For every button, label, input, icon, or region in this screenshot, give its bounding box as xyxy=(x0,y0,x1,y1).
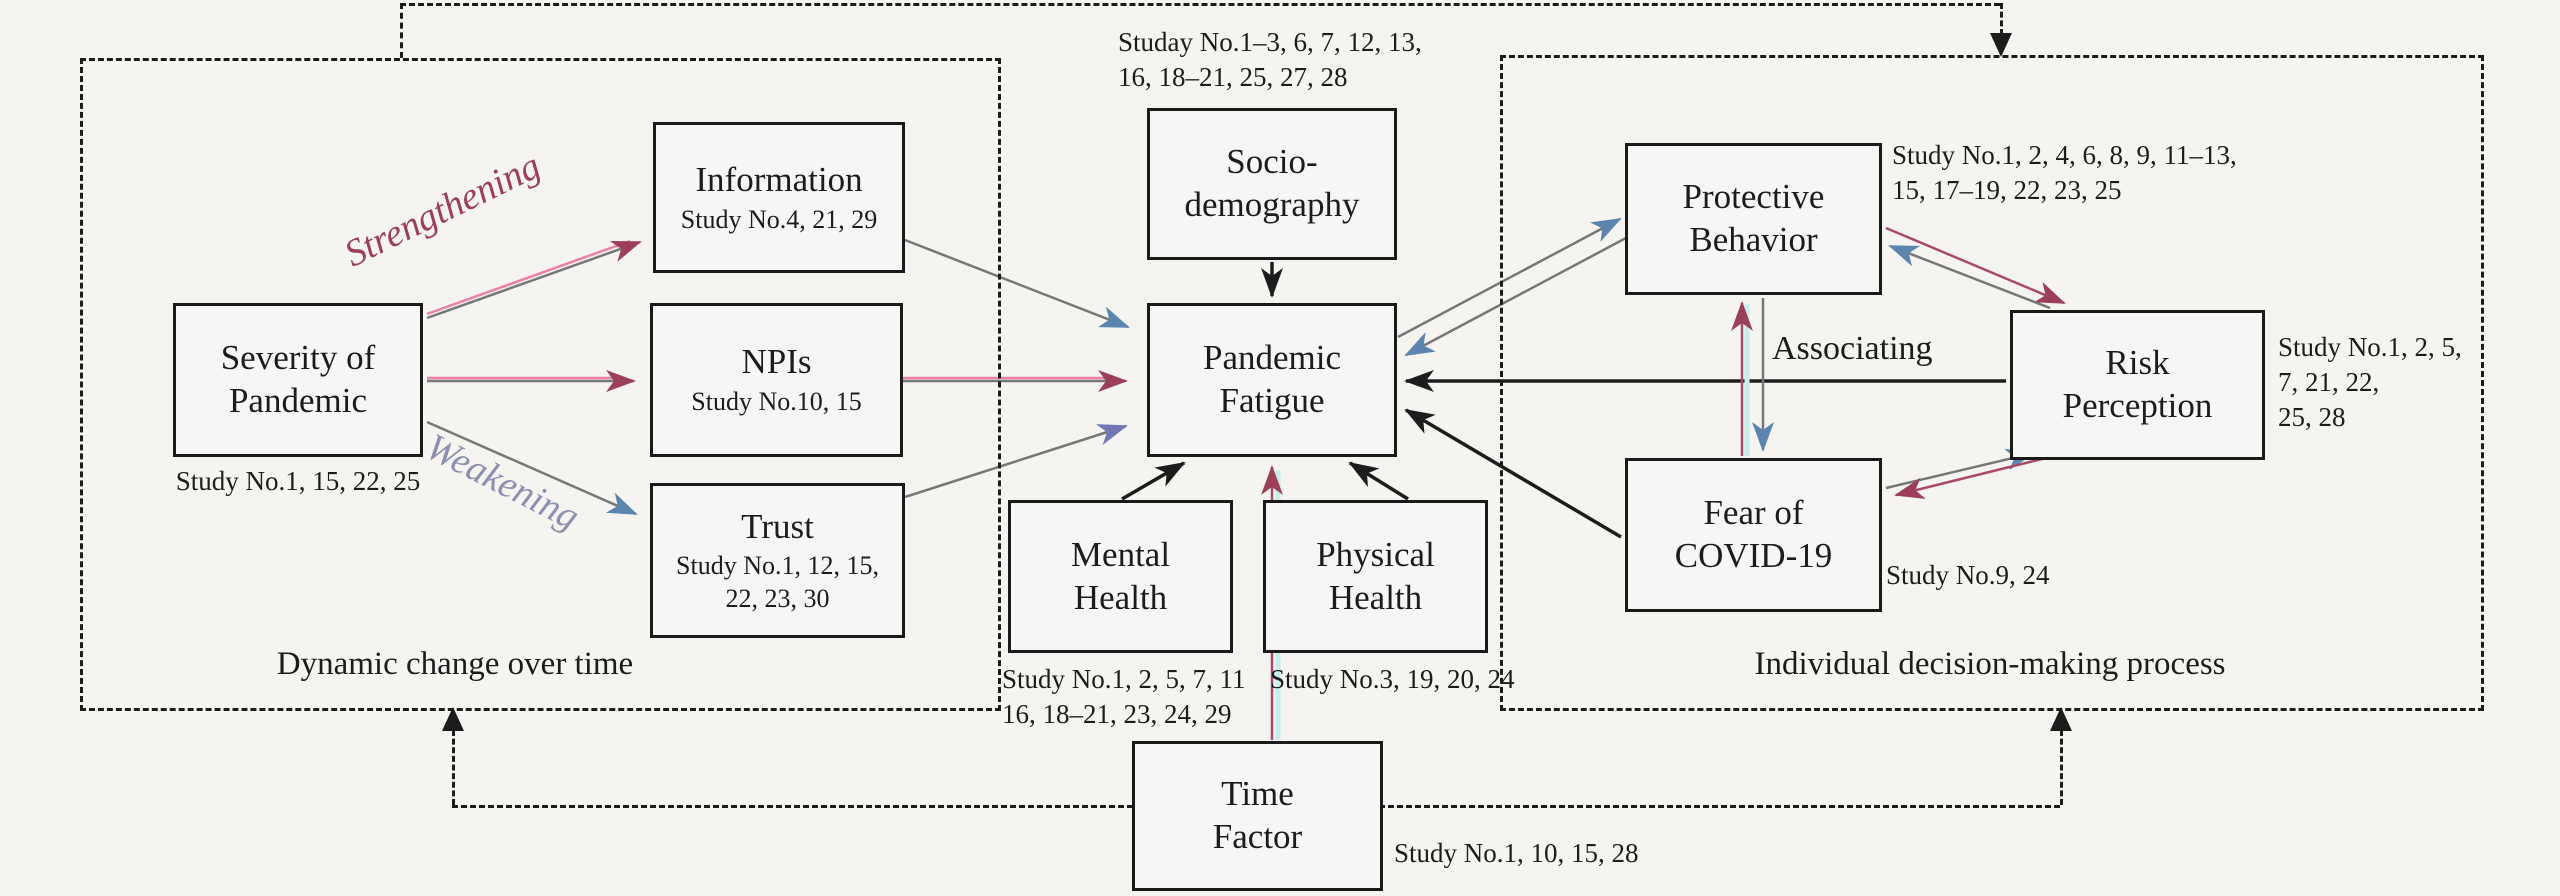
node-pandemic-fatigue: Pandemic Fatigue xyxy=(1147,303,1397,457)
node-mental-health: Mental Health xyxy=(1008,500,1233,653)
group-dynamic-change xyxy=(80,58,1001,711)
arrow-risk-protective xyxy=(1888,244,2051,310)
arrow-fatigue-protective xyxy=(1397,217,1622,339)
node-title: Protective Behavior xyxy=(1682,177,1825,259)
associating-label: Associating xyxy=(1772,330,1933,367)
caption-dynamic-change: Dynamic change over time xyxy=(276,646,634,682)
arrow-information-fatigue xyxy=(904,238,1130,329)
node-trust: Trust Study No.1, 12, 15, 22, 23, 30 xyxy=(650,483,905,638)
node-title: Risk Perception xyxy=(2062,343,2213,425)
node-title: NPIs xyxy=(741,342,812,382)
bottom-route-right-vertical xyxy=(2060,730,2063,805)
node-information: Information Study No.4, 21, 29 xyxy=(653,122,905,273)
node-title: Time Factor xyxy=(1212,774,1303,856)
arrow-mental-fatigue xyxy=(1121,461,1186,501)
bottom-route-left-vertical xyxy=(452,730,455,805)
node-severity-of-pandemic: Severity of Pandemic xyxy=(173,303,423,457)
node-study: Study No.1, 12, 15, 22, 23, 30 xyxy=(676,551,879,613)
study-severity: Study No.1, 15, 22, 25 xyxy=(175,466,421,496)
study-mental: Study No.1, 2, 5, 7, 11 16, 18–21, 23, 2… xyxy=(1002,664,1246,730)
arrow-fear-fatigue xyxy=(1404,408,1622,539)
top-route-left-vertical xyxy=(400,3,403,58)
node-study: Study No.4, 21, 29 xyxy=(680,204,878,234)
arrow-physical-fatigue xyxy=(1348,461,1409,501)
group-individual-decision xyxy=(1500,55,2484,711)
arrow-trust-fatigue xyxy=(904,424,1128,499)
arrow-risk-fear xyxy=(1894,454,2055,499)
node-study: Study No.10, 15 xyxy=(691,387,862,417)
node-title: Trust xyxy=(741,506,814,546)
study-risk: Study No.1, 2, 5, 7, 21, 22, 25, 28 xyxy=(2278,332,2462,433)
bottom-route-left-arrowhead-up-icon xyxy=(442,707,464,731)
study-fear: Study No.9, 24 xyxy=(1886,560,2050,590)
top-route-right-vertical xyxy=(2000,3,2003,35)
node-title: Mental Health xyxy=(1070,534,1171,617)
node-title: Pandemic Fatigue xyxy=(1202,338,1342,420)
arrow-severity-trust xyxy=(426,420,638,516)
node-title: Information xyxy=(695,159,863,199)
node-time-factor: Time Factor xyxy=(1132,741,1383,891)
node-title: Severity of Pandemic xyxy=(220,338,376,420)
caption-individual-decision: Individual decision-making process xyxy=(1754,646,2226,682)
bottom-route-right-arrowhead-up-icon xyxy=(2050,707,2072,731)
node-title: Fear of COVID-19 xyxy=(1674,493,1833,575)
node-risk-perception: Risk Perception xyxy=(2010,310,2265,460)
study-physical: Study No.3, 19, 20, 24 xyxy=(1270,664,1515,694)
node-title: Physical Health xyxy=(1316,534,1435,617)
node-fear-of-covid: Fear of COVID-19 xyxy=(1625,458,1882,612)
top-route-horizontal xyxy=(400,3,2000,6)
top-route-arrowhead-down-icon xyxy=(1990,33,2012,57)
node-npis: NPIs Study No.10, 15 xyxy=(650,303,903,457)
node-protective-behavior: Protective Behavior xyxy=(1625,143,1882,295)
study-protective: Study No.1, 2, 4, 6, 8, 9, 11–13, 15, 17… xyxy=(1892,140,2237,206)
study-socio: Studay No.1–3, 6, 7, 12, 13, 16, 18–21, … xyxy=(1118,27,1422,93)
study-time: Study No.1, 10, 15, 28 xyxy=(1394,838,1639,868)
node-socio-demography: Socio- demography xyxy=(1147,108,1397,260)
node-title: Socio- demography xyxy=(1184,142,1360,224)
arrow-severity-information xyxy=(426,240,642,320)
node-physical-health: Physical Health xyxy=(1263,500,1488,653)
arrow-protective-fatigue xyxy=(1404,236,1627,357)
arrow-protective-risk xyxy=(1885,226,2066,305)
arrow-severity-information-pink-overlay xyxy=(426,239,631,316)
